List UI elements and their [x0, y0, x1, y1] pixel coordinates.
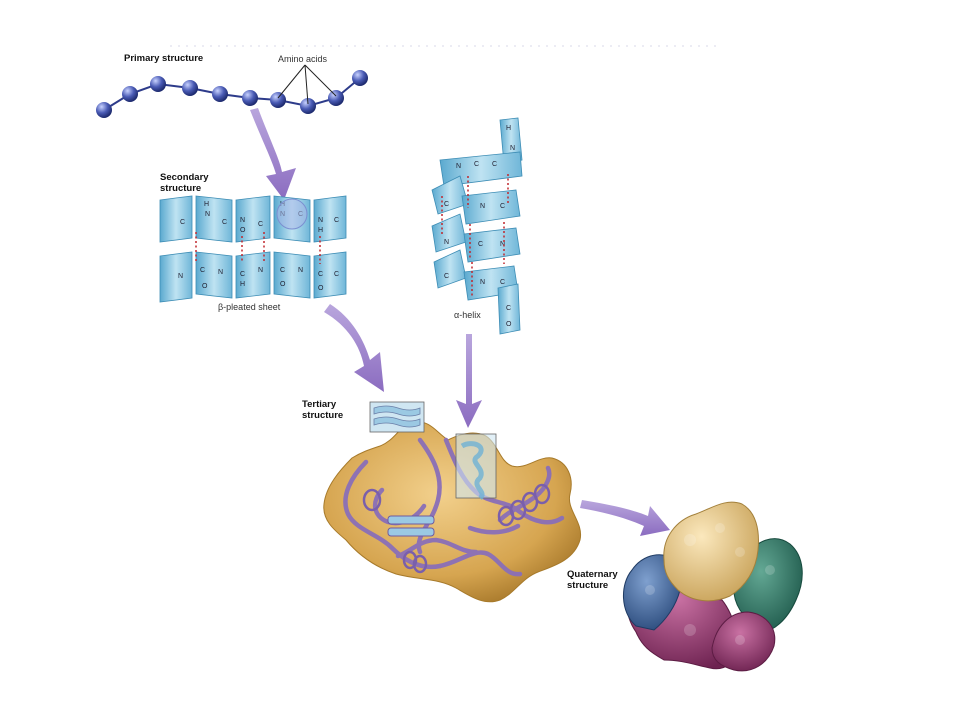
svg-text:C: C [500, 203, 505, 210]
svg-text:N: N [500, 241, 505, 248]
svg-text:N: N [205, 211, 210, 218]
amino-acid-beads [96, 70, 368, 118]
svg-text:N: N [258, 267, 263, 274]
arrow-primary-to-secondary [250, 108, 296, 200]
svg-text:C: C [500, 279, 505, 286]
svg-text:N: N [298, 267, 303, 274]
alpha-helix: H N N C C C N C N C N C N C C O [431, 117, 523, 335]
svg-text:N: N [456, 163, 461, 170]
svg-text:C: C [334, 217, 339, 224]
svg-text:H: H [506, 125, 511, 132]
svg-text:C: C [334, 271, 339, 278]
svg-text:N: N [240, 217, 245, 224]
svg-text:N: N [218, 269, 223, 276]
beta-pleated-sheet-label: β-pleated sheet [218, 302, 281, 312]
svg-text:C: C [180, 219, 185, 226]
svg-text:H: H [204, 201, 209, 208]
svg-text:N: N [178, 273, 183, 280]
svg-text:N: N [480, 203, 485, 210]
svg-text:O: O [506, 321, 512, 328]
amino-acids-label: Amino acids [278, 54, 328, 64]
svg-text:C: C [444, 273, 449, 280]
quaternary-structure-label: Quaternary structure [567, 569, 618, 591]
arrow-tertiary-to-quaternary [580, 500, 670, 536]
svg-text:C: C [318, 271, 323, 278]
secondary-label-line1: Secondary [160, 172, 209, 183]
svg-text:O: O [280, 281, 286, 288]
svg-text:C: C [200, 267, 205, 274]
sheet-highlight [276, 198, 308, 230]
tertiary-label-line2: structure [302, 410, 344, 421]
svg-text:C: C [506, 305, 511, 312]
svg-text:H: H [240, 281, 245, 288]
svg-text:C: C [222, 219, 227, 226]
beta-pleated-sheet: CNC NCN CNC NCN CNC NCC HOH HOH OO [159, 195, 347, 303]
svg-text:C: C [240, 271, 245, 278]
secondary-label-line2: structure [160, 183, 202, 194]
svg-text:C: C [474, 161, 479, 168]
quaternary-label-line1: Quaternary [567, 569, 618, 580]
svg-text:O: O [202, 283, 208, 290]
svg-text:N: N [480, 279, 485, 286]
quaternary-structure [622, 501, 803, 672]
tertiary-structure-label: Tertiary structure [302, 399, 343, 421]
svg-text:N: N [444, 239, 449, 246]
tertiary-label-line1: Tertiary [302, 399, 337, 410]
svg-text:C: C [478, 241, 483, 248]
arrow-helix-to-tertiary [456, 334, 482, 428]
svg-text:N: N [510, 145, 515, 152]
svg-text:C: C [258, 221, 263, 228]
tertiary-structure [323, 401, 582, 603]
svg-text:O: O [240, 227, 246, 234]
svg-text:H: H [318, 227, 323, 234]
amino-acid-chain [96, 70, 368, 118]
quaternary-label-line2: structure [567, 580, 609, 591]
svg-text:O: O [318, 285, 324, 292]
alpha-helix-label: α-helix [454, 310, 481, 320]
amino-acids-pointer [277, 64, 337, 105]
secondary-structure-label: Secondary structure [160, 172, 209, 194]
svg-text:C: C [280, 267, 285, 274]
svg-text:C: C [492, 161, 497, 168]
svg-text:N: N [318, 217, 323, 224]
primary-structure-label: Primary structure [124, 53, 204, 64]
arrow-sheet-to-tertiary [324, 304, 384, 392]
svg-text:C: C [444, 201, 449, 208]
